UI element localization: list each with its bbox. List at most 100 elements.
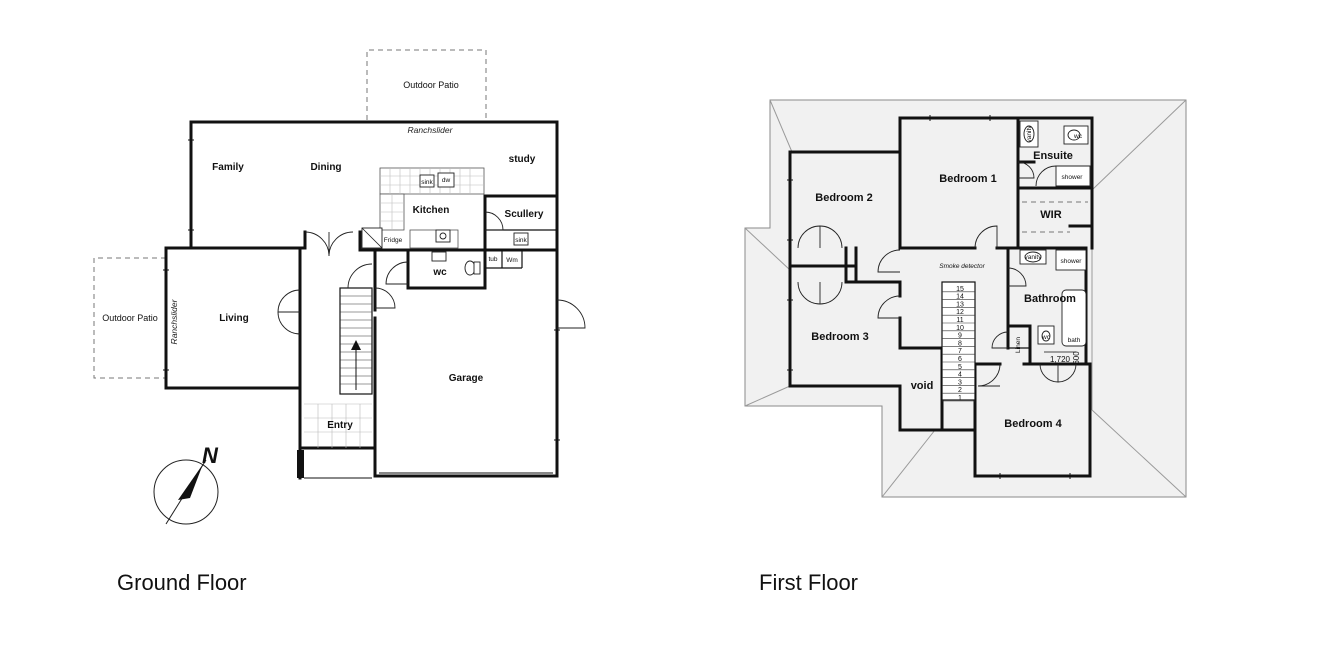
outdoor-patio-top (366, 49, 487, 120)
family-bottom-wall (189, 230, 307, 250)
stair-number: 6 (958, 356, 962, 363)
wc-door[interactable] (385, 261, 409, 285)
garage-side-door[interactable] (556, 299, 586, 329)
kitchen-label: Kitchen (413, 205, 450, 216)
void-label: void (911, 380, 934, 392)
stair-number: 8 (958, 340, 962, 347)
north-compass: N (153, 443, 219, 525)
washing-machine-label: Wm (506, 257, 518, 264)
ground-floor-plan: Outdoor Patio Outdoor Patio sink (93, 49, 586, 595)
svg-text:dw: dw (442, 177, 451, 184)
wc-walls (406, 248, 487, 290)
kitchen-sink (419, 174, 435, 188)
living-label: Living (219, 313, 248, 324)
living-door-top[interactable] (277, 289, 301, 313)
bedroom4-door[interactable] (977, 363, 1001, 387)
bedroom2-label: Bedroom 2 (815, 192, 872, 204)
bedroom4-wardrobe-left[interactable] (1039, 363, 1059, 383)
first-floor-title: First Floor (759, 570, 858, 595)
stair-number: 14 (956, 294, 964, 301)
outdoor-patio-left (93, 257, 166, 379)
living-door-bottom[interactable] (277, 311, 301, 335)
stair-treads (942, 291, 975, 402)
bathroom-label: Bathroom (1024, 293, 1076, 305)
dishwasher (437, 172, 455, 188)
wc-label: wc (432, 267, 447, 278)
svg-text:wc: wc (1073, 133, 1083, 140)
outdoor-patio-top-label: Outdoor Patio (403, 80, 459, 90)
study-label: study (509, 154, 536, 165)
ranchslider-top-label: Ranchslider (408, 125, 454, 135)
svg-text:shower: shower (1061, 258, 1083, 265)
ensuite-shower (1055, 165, 1091, 187)
ensuite-door[interactable] (1017, 161, 1035, 179)
stair-number: 11 (956, 317, 963, 324)
svg-text:vanity: vanity (1025, 254, 1043, 261)
stair-up-arrow (351, 340, 361, 350)
stair-number: 10 (956, 325, 964, 332)
linen-label: Linen (1015, 337, 1022, 353)
stair-number: 13 (956, 301, 964, 308)
first-floor-plan: vanity wc shower vanity shower bath wc L… (744, 99, 1187, 595)
stair-number: 15 (956, 286, 964, 293)
garage-label: Garage (449, 373, 484, 384)
smoke-detector-label: Smoke detector (939, 263, 985, 270)
bedroom4-wardrobe-right[interactable] (1057, 363, 1077, 383)
north-label: N (202, 443, 219, 468)
dimension-width: 1,720 (1050, 355, 1071, 364)
svg-text:bath: bath (1068, 337, 1081, 344)
wir-label: WIR (1040, 209, 1061, 221)
stair-number: 3 (958, 379, 962, 386)
svg-text:wc: wc (1041, 334, 1051, 341)
double-door-right-leaf[interactable] (328, 231, 354, 257)
ground-toilet (464, 260, 476, 276)
first-floor-stairs (941, 281, 976, 401)
bedroom2-entry-door[interactable] (877, 249, 901, 273)
bedroom2-door-right[interactable] (819, 225, 843, 249)
dimension-height: 600 (1072, 351, 1081, 365)
bedroom3-door-right[interactable] (819, 281, 843, 305)
bathroom-door[interactable] (1007, 267, 1027, 287)
ranchslider-left-label: Ranchslider (169, 298, 179, 344)
stair-number: 12 (956, 309, 964, 316)
hall-door[interactable] (347, 263, 373, 289)
svg-text:Fridge: Fridge (384, 237, 403, 244)
ensuite-label: Ensuite (1033, 150, 1073, 162)
entry-label: Entry (327, 420, 353, 431)
stair-number: 4 (958, 372, 962, 379)
bedroom1-label: Bedroom 1 (939, 173, 996, 185)
living-wall (164, 120, 302, 390)
ground-floor-title: Ground Floor (117, 570, 247, 595)
stair-number: 2 (958, 387, 962, 394)
scullery-sink (513, 232, 529, 246)
svg-text:vanity: vanity (1026, 125, 1033, 143)
linen-door[interactable] (991, 331, 1009, 349)
dining-label: Dining (310, 162, 341, 173)
kitchen-island (409, 229, 459, 249)
outdoor-patio-left-label: Outdoor Patio (102, 313, 158, 323)
stair-number: 5 (958, 364, 962, 371)
bathroom-shower (1055, 249, 1087, 271)
stair-number: 9 (958, 333, 962, 340)
svg-text:sink: sink (421, 179, 433, 186)
main-wall-top (189, 120, 559, 252)
bedroom2-door-left[interactable] (797, 225, 821, 249)
double-door-left-leaf[interactable] (304, 231, 330, 257)
first-floor-outer-walls (788, 116, 1092, 478)
bedroom3-door-left[interactable] (797, 281, 821, 305)
bedroom3-entry-door[interactable] (877, 295, 901, 319)
svg-text:sink: sink (515, 237, 527, 244)
stair-number: 7 (958, 348, 962, 355)
bedroom1-door[interactable] (974, 225, 998, 249)
bedroom3-label: Bedroom 3 (811, 331, 868, 343)
scullery-door[interactable] (484, 211, 504, 231)
family-label: Family (212, 162, 244, 173)
bath-tub (1061, 289, 1087, 347)
stair-number: 1 (958, 395, 962, 402)
svg-text:shower: shower (1062, 174, 1084, 181)
scullery-label: Scullery (505, 209, 544, 220)
laundry-tub-label: tub (488, 256, 497, 263)
garage-internal-door[interactable] (374, 287, 396, 309)
